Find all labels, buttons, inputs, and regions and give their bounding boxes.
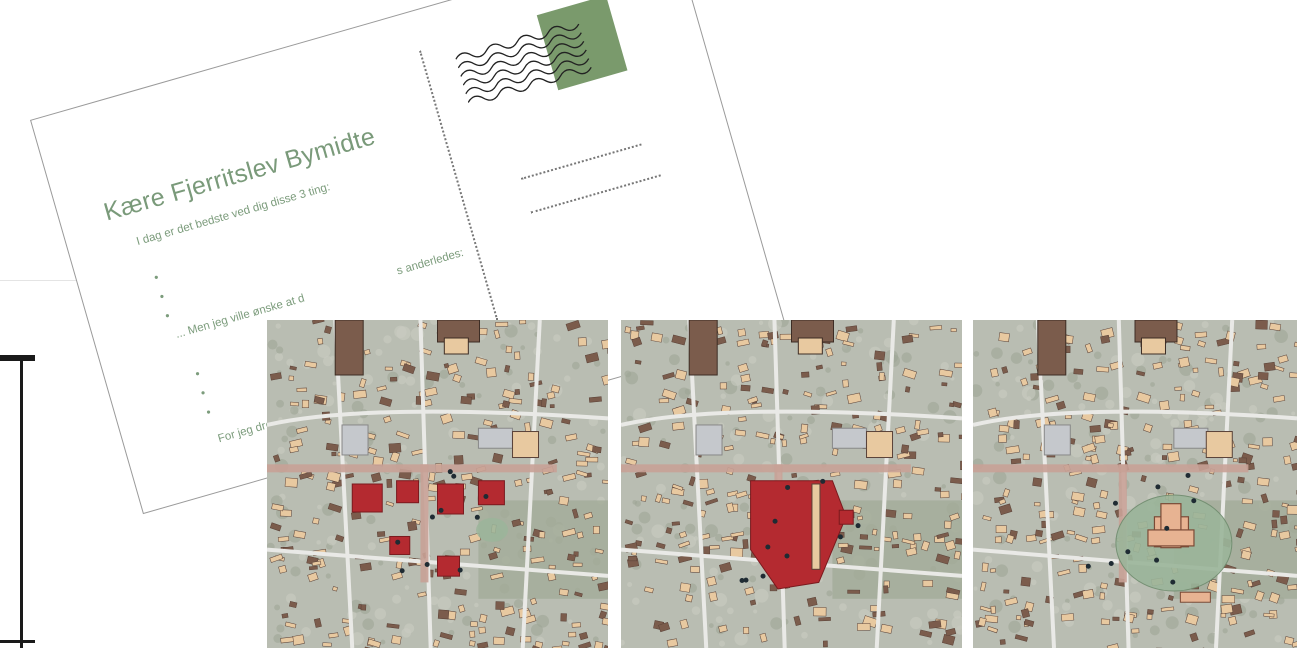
postmark-waves-icon	[455, 23, 592, 103]
map-panel-2	[621, 320, 962, 648]
postcard-line-2-end: s anderledes:	[395, 246, 466, 278]
bullet-6: •	[204, 404, 213, 420]
frame-vertical-line	[20, 360, 23, 648]
bullet-5: •	[199, 385, 207, 401]
frame-bottom-line	[0, 640, 35, 643]
bullet-4: •	[193, 366, 202, 381]
postcard: Kære Fjerritslev Bymidte I dag er det be…	[30, 0, 788, 515]
frame-thick-line	[0, 355, 35, 361]
bullet-2: •	[157, 289, 166, 304]
address-line-2	[530, 174, 661, 214]
bullet-3: •	[163, 308, 172, 324]
address-line-1	[520, 143, 642, 180]
map-panel-3	[973, 320, 1297, 648]
map-panel-1	[267, 320, 608, 648]
bullet-1: •	[152, 269, 161, 285]
